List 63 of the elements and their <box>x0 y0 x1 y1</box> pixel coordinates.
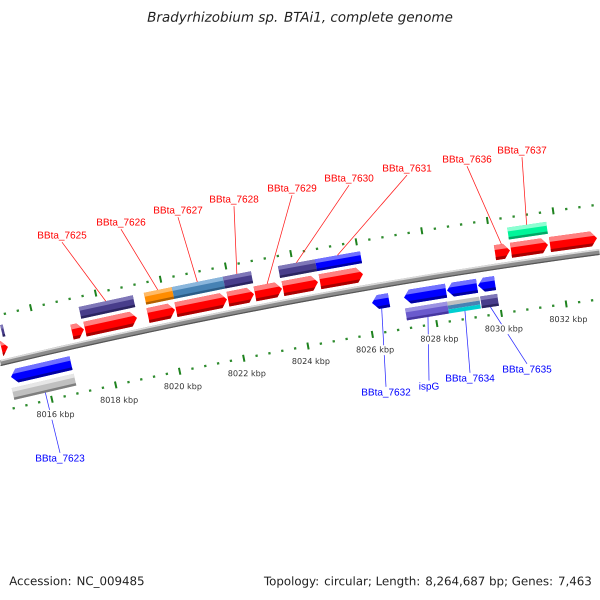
leader-line <box>266 194 292 284</box>
gene-block <box>0 341 8 356</box>
gene-label: BBta_7627 <box>154 206 202 216</box>
gene-block <box>174 293 227 318</box>
gene-bar <box>507 222 548 240</box>
leader-line <box>522 156 528 226</box>
gene-block <box>447 278 478 296</box>
gene-bar <box>405 302 449 320</box>
gene-label: BBta_7631 <box>383 164 432 174</box>
gene-block <box>146 304 175 323</box>
gene-block <box>254 282 282 302</box>
title: Bradyrhizobium sp. BTAi1, complete genome <box>148 11 452 25</box>
gene-label: BBta_7637 <box>498 146 546 156</box>
gene-label: BBta_7625 <box>38 232 86 240</box>
gene-label: BBta_7634 <box>446 374 494 384</box>
gene-block <box>494 244 510 260</box>
gene-bar <box>480 294 499 308</box>
gene-block <box>478 276 496 292</box>
leader-line <box>296 184 350 264</box>
gene-block <box>372 293 390 309</box>
scale-label: 8032 kbp <box>548 314 588 325</box>
gene-bar <box>0 324 6 337</box>
gene-block <box>70 323 84 340</box>
leader-line <box>178 216 198 282</box>
leader-line <box>337 174 408 256</box>
gene-bar <box>12 374 76 400</box>
scale-label: 8028 kbp <box>419 334 460 344</box>
gene-label: BBta_7623 <box>36 454 84 464</box>
gene-bar <box>144 287 174 305</box>
scale-label: 8018 kbp <box>99 396 140 406</box>
gene-block <box>548 232 597 252</box>
leader-line <box>120 228 158 290</box>
leader-line <box>381 308 386 388</box>
gene-block <box>510 238 548 258</box>
scale-label: 8030 kbp <box>484 324 524 334</box>
gene-bar <box>278 259 318 278</box>
leader-line <box>464 310 470 374</box>
scale-label: 8020 kbp <box>162 382 203 392</box>
gene-bar <box>222 271 254 289</box>
gene-block <box>404 284 448 304</box>
gene-label: BBta_7628 <box>210 196 258 204</box>
gene-block <box>318 268 363 290</box>
scale-label: 8022 kbp <box>226 369 267 379</box>
leader-line <box>466 166 502 244</box>
footer-text: Accession: NC_009485 <box>9 576 144 588</box>
scale-label: 8024 kbp <box>290 356 331 367</box>
leader-line <box>234 206 238 274</box>
footer-text: Topology: circular; Length: 8,264,687 bp; Genes: 7,463 <box>264 576 591 588</box>
scale-label: 8016 kbp <box>35 410 76 420</box>
gene-block <box>226 288 254 307</box>
gene-label: BBta_7636 <box>443 156 492 164</box>
leader-line <box>62 242 106 302</box>
gene-block <box>83 312 137 337</box>
gene-bar <box>314 251 362 272</box>
gene-label: BBta_7629 <box>268 184 316 194</box>
gene-label: BBta_7635 <box>503 366 552 374</box>
gene-label: BBta_7630 <box>325 174 374 184</box>
gene-label: BBta_7632 <box>362 388 410 398</box>
scale-label: 8026 kbp <box>355 345 396 356</box>
gene-label: ispG <box>419 382 439 392</box>
gene-block <box>282 276 318 296</box>
gene-bar <box>447 296 481 314</box>
gene-label: BBta_7626 <box>97 218 146 228</box>
